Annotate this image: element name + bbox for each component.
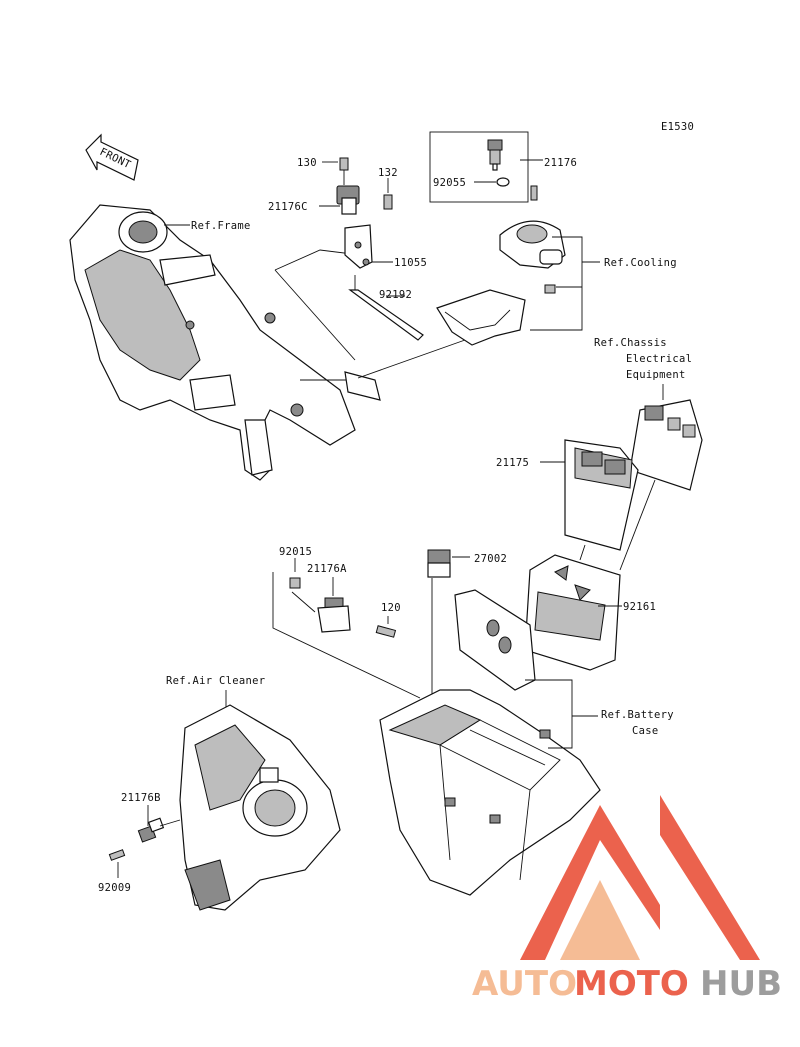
diagram-code: E1530 xyxy=(661,121,694,133)
ref-air-cleaner-label: Ref.Air Cleaner xyxy=(166,675,265,687)
part-92009: 92009 xyxy=(98,882,131,894)
bolt-120 xyxy=(375,625,397,638)
holder-92161 xyxy=(524,554,621,671)
watermark-text-part2: MOTO xyxy=(574,964,689,1004)
ref-frame-label: Ref.Frame xyxy=(191,220,251,232)
sensor-21176C xyxy=(336,157,424,341)
watermark-text-part1: AUTO xyxy=(472,964,577,1004)
ecu-21175 xyxy=(564,439,639,551)
part-21176C: 21176C xyxy=(268,201,308,213)
front-arrow-icon: FRONT xyxy=(85,133,139,181)
part-92192: 92192 xyxy=(379,289,412,301)
screw-92009 xyxy=(108,849,126,861)
relay-27002 xyxy=(427,549,451,694)
part-92015: 92015 xyxy=(279,546,312,558)
battery-case xyxy=(379,689,601,896)
part-27002: 27002 xyxy=(474,553,507,565)
spacer-92015 xyxy=(289,577,301,589)
electrical-module xyxy=(629,399,703,491)
part-132: 132 xyxy=(378,167,398,179)
part-130: 130 xyxy=(297,157,317,169)
ref-cooling-label: Ref.Cooling xyxy=(604,257,677,269)
part-120: 120 xyxy=(381,602,401,614)
part-92161: 92161 xyxy=(623,601,656,613)
sensor-21176A xyxy=(317,597,351,633)
ref-chassis-line1: Ref.Chassis xyxy=(594,337,667,349)
frame-assembly xyxy=(69,204,381,481)
bracket xyxy=(436,289,526,346)
watermark-logo: AUTO MOTO HUB xyxy=(472,795,782,1004)
ref-chassis-line3: Equipment xyxy=(626,369,686,381)
sensor-21176B xyxy=(137,817,181,843)
part-11055: 11055 xyxy=(394,257,427,269)
part-92055: 92055 xyxy=(433,177,466,189)
part-21175: 21175 xyxy=(496,457,529,469)
mounting-plate xyxy=(454,589,536,691)
ref-battery-line1: Ref.Battery xyxy=(601,709,674,721)
ref-battery-line2: Case xyxy=(632,725,659,737)
watermark-text-part3: HUB xyxy=(700,964,782,1004)
part-21176B: 21176B xyxy=(121,792,161,804)
part-21176: 21176 xyxy=(544,157,577,169)
part-21176A: 21176A xyxy=(307,563,347,575)
air-cleaner xyxy=(179,704,341,911)
sensor-21176 xyxy=(487,139,566,294)
ref-chassis-line2: Electrical xyxy=(626,353,692,365)
